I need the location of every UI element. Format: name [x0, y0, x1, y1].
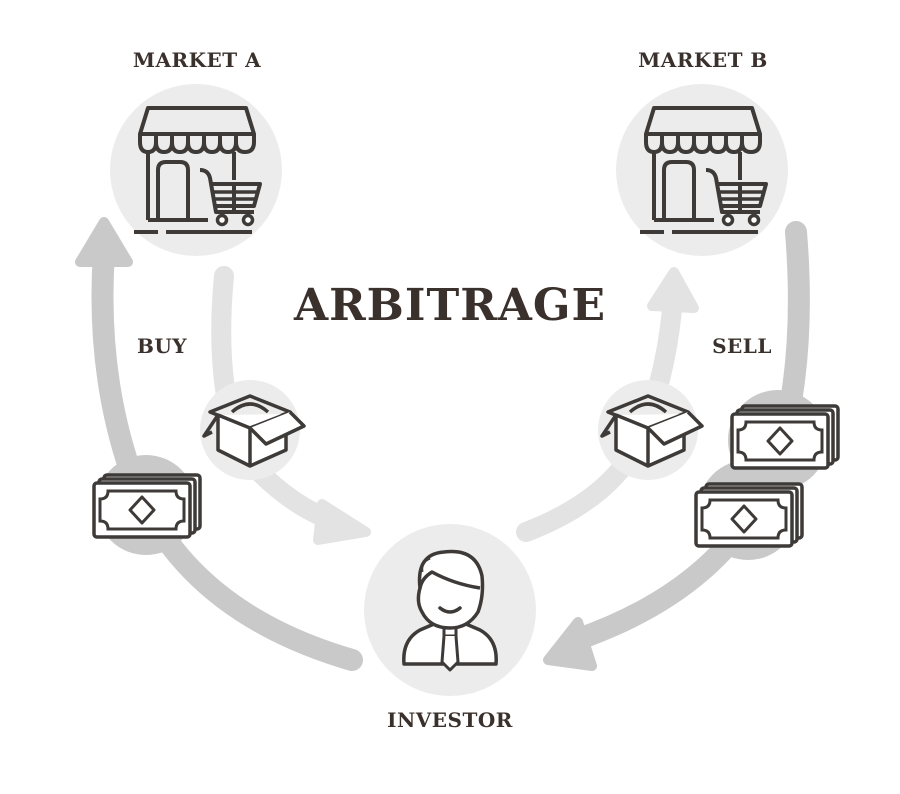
sell-label: SELL: [712, 334, 772, 358]
banknote-stack-icon: [730, 404, 840, 470]
banknote-stack-icon: [694, 482, 804, 548]
market-a-label: MARKET A: [132, 48, 262, 72]
buy-label: BUY: [136, 334, 188, 358]
market-b-label: MARKET B: [638, 48, 768, 72]
investor-label: INVESTOR: [387, 708, 513, 732]
banknote-stack-icon: [92, 473, 202, 539]
diagram-title: ARBITRAGE: [293, 280, 607, 331]
